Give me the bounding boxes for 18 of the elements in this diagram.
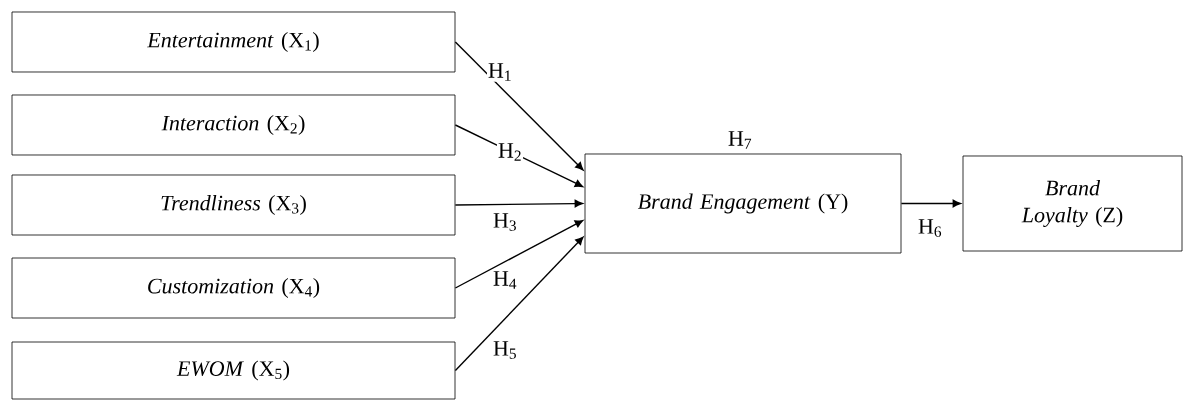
edge-label: H$_{4}$ [491, 270, 519, 290]
arrow [900, 199, 961, 208]
arrow [454, 219, 584, 289]
edge-label: H$_{2}$ [496, 142, 524, 162]
edge-label: H$_{3}$ [491, 212, 519, 232]
edge-label: H$_{5}$ [491, 340, 519, 360]
arrow [454, 41, 584, 171]
concept-box: Brand Loyalty (Z) [962, 155, 1183, 252]
concept-box: EWOM (X$_{5}$) [11, 341, 456, 400]
concept-box: Customization (X$_{4}$) [11, 257, 456, 319]
edge-label: H$_{1}$ [486, 62, 514, 82]
arrow [454, 199, 583, 208]
concept-box: Trendliness (X$_{3}$) [11, 174, 456, 236]
concept-box: Entertainment (X$_{1}$) [11, 11, 456, 73]
concept-box: Brand Engagement (Y) [584, 153, 902, 254]
edge-label: H$_{6}$ [916, 218, 944, 238]
arrow [454, 236, 584, 372]
concept-box: Interaction (X$_{2}$) [11, 94, 456, 156]
